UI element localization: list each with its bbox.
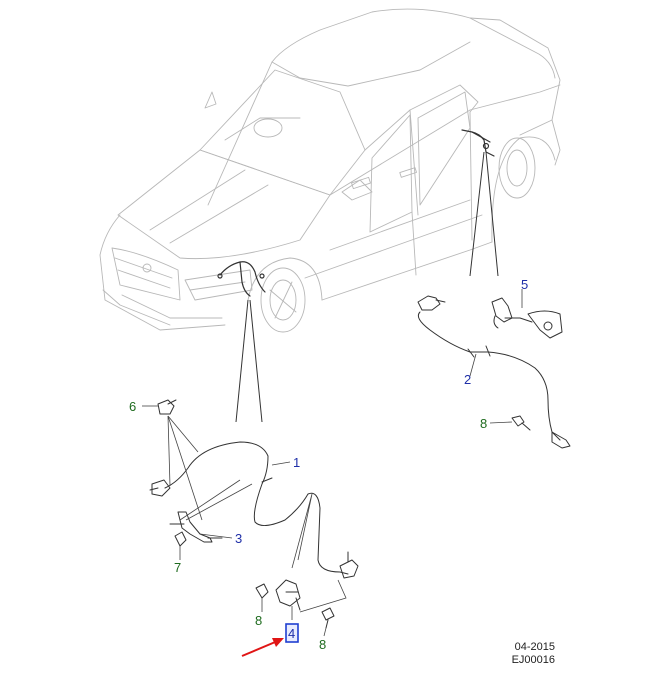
callout-6: 6	[129, 399, 136, 414]
callout-8-right: 8	[319, 637, 326, 652]
leader-lines	[235, 151, 499, 423]
callout-8-left: 8	[255, 613, 262, 628]
car-illustration	[99, 8, 561, 333]
highlight-box	[285, 623, 299, 643]
callout-4: 4	[288, 626, 295, 641]
footer-date: 04-2015	[514, 641, 555, 653]
callout-5: 5	[521, 277, 528, 292]
footer-code: EJ00016	[511, 654, 555, 666]
callout-7: 7	[174, 560, 181, 575]
red-arrow-icon	[241, 638, 284, 657]
callout-8-rear: 8	[480, 416, 487, 431]
callout-3: 3	[235, 531, 242, 546]
front-abs-sensor-harness	[149, 399, 359, 629]
car-harness	[217, 129, 495, 297]
rear-abs-sensor-harness	[417, 295, 571, 449]
callout-leaders	[142, 289, 523, 637]
callout-2: 2	[464, 372, 471, 387]
callout-1: 1	[293, 455, 300, 470]
